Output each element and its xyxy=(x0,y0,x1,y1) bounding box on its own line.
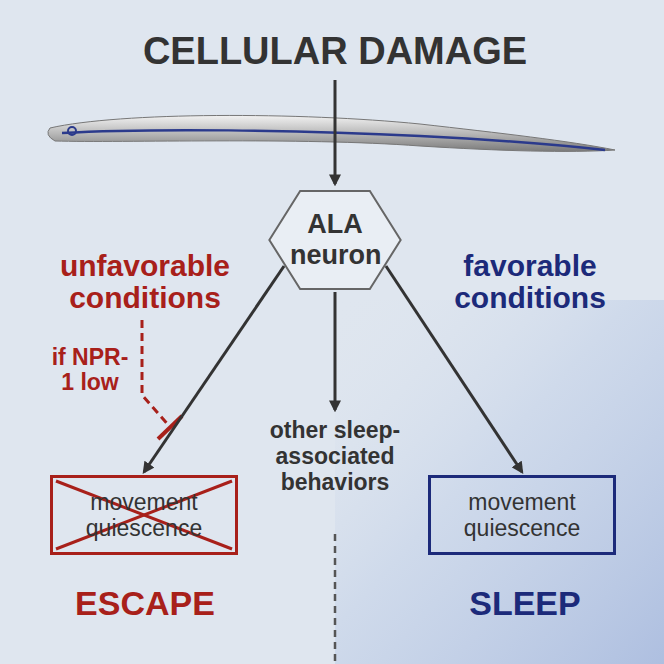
condition-label: favorable conditions xyxy=(420,250,640,313)
divider-line xyxy=(334,534,337,664)
title: CELLULAR DAMAGE xyxy=(40,30,630,73)
worm-nerve-ring xyxy=(68,127,76,135)
damage-arrow xyxy=(334,80,337,184)
outcome-label: ESCAPE xyxy=(40,585,250,622)
node-text: movement quiescence xyxy=(441,489,603,542)
node-text: movement quiescence xyxy=(63,489,225,542)
hexagon-shape xyxy=(269,191,400,289)
outcome-label: SLEEP xyxy=(420,585,630,622)
cross-mark xyxy=(56,481,232,549)
node-text: ALA neuron xyxy=(290,209,380,271)
behavior-arrow xyxy=(334,292,337,410)
condition-label: unfavorable conditions xyxy=(35,250,255,313)
worm-body xyxy=(48,115,615,151)
gene-note: if NPR-1 low xyxy=(48,345,132,396)
neuron-hexagon: ALA neuron xyxy=(268,190,402,290)
sleep-box: movement quiescence xyxy=(428,475,616,555)
escape-box: movement quiescence xyxy=(50,475,238,555)
cross-mark xyxy=(56,481,232,549)
behavior-label: other sleep-associated behaviors xyxy=(262,418,408,495)
inhibition-line xyxy=(142,320,170,427)
